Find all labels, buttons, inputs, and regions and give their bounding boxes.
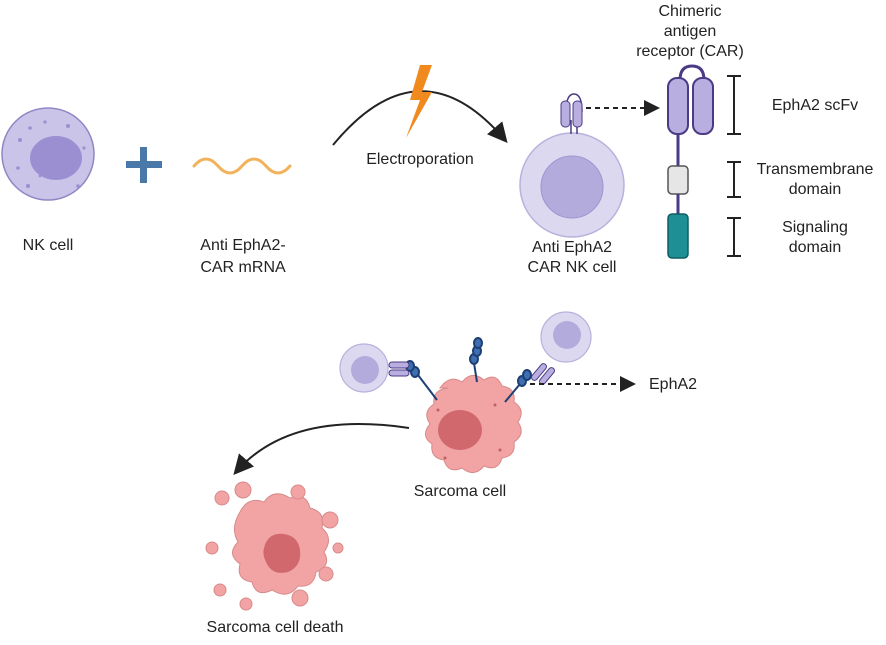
scfv-bracket: [727, 75, 741, 135]
epha2-label: EphA2: [649, 376, 698, 393]
car-structure-icon: [667, 64, 714, 259]
plus-icon: [126, 147, 162, 183]
car-nk-label-line1: Anti EphA2: [531, 239, 613, 256]
car-title-line2: antigen: [663, 23, 717, 40]
signaling-bracket: [727, 217, 741, 257]
transmembrane-bracket: [727, 161, 741, 198]
electroporation-label: Electroporation: [366, 151, 474, 168]
mrna-wave-icon: [192, 157, 292, 175]
car-title-line3: receptor (CAR): [636, 43, 744, 60]
small-nk-cell-left: [339, 343, 410, 393]
car-title-line1: Chimeric: [658, 3, 722, 20]
signaling-label-line2: domain: [788, 239, 842, 256]
epha2-receptors: [405, 337, 532, 403]
lightning-icon: [406, 65, 432, 138]
sarcoma-death-icon: [205, 481, 344, 611]
nk-cell-icon: [1, 107, 95, 201]
nk-cell-label: NK cell: [22, 237, 74, 254]
small-nk-cell-right: [531, 311, 592, 385]
sarcoma-cell-label: Sarcoma cell: [413, 483, 507, 500]
mrna-label-line2: CAR mRNA: [200, 259, 286, 276]
car-nk-cell-icon: [519, 93, 625, 238]
mrna-label-line1: Anti EphA2-: [200, 237, 286, 254]
scfv-label: EphA2 scFv: [771, 97, 859, 114]
sarcoma-death-label: Sarcoma cell death: [206, 619, 344, 636]
transmembrane-label-line1: Transmembrane: [756, 161, 874, 178]
transmembrane-label-line2: domain: [788, 181, 842, 198]
cell-death-arrow: [233, 422, 410, 476]
sarcoma-cell-icon: [425, 375, 522, 473]
car-nk-label-line2: CAR NK cell: [527, 259, 617, 276]
signaling-label-line1: Signaling: [782, 219, 848, 236]
